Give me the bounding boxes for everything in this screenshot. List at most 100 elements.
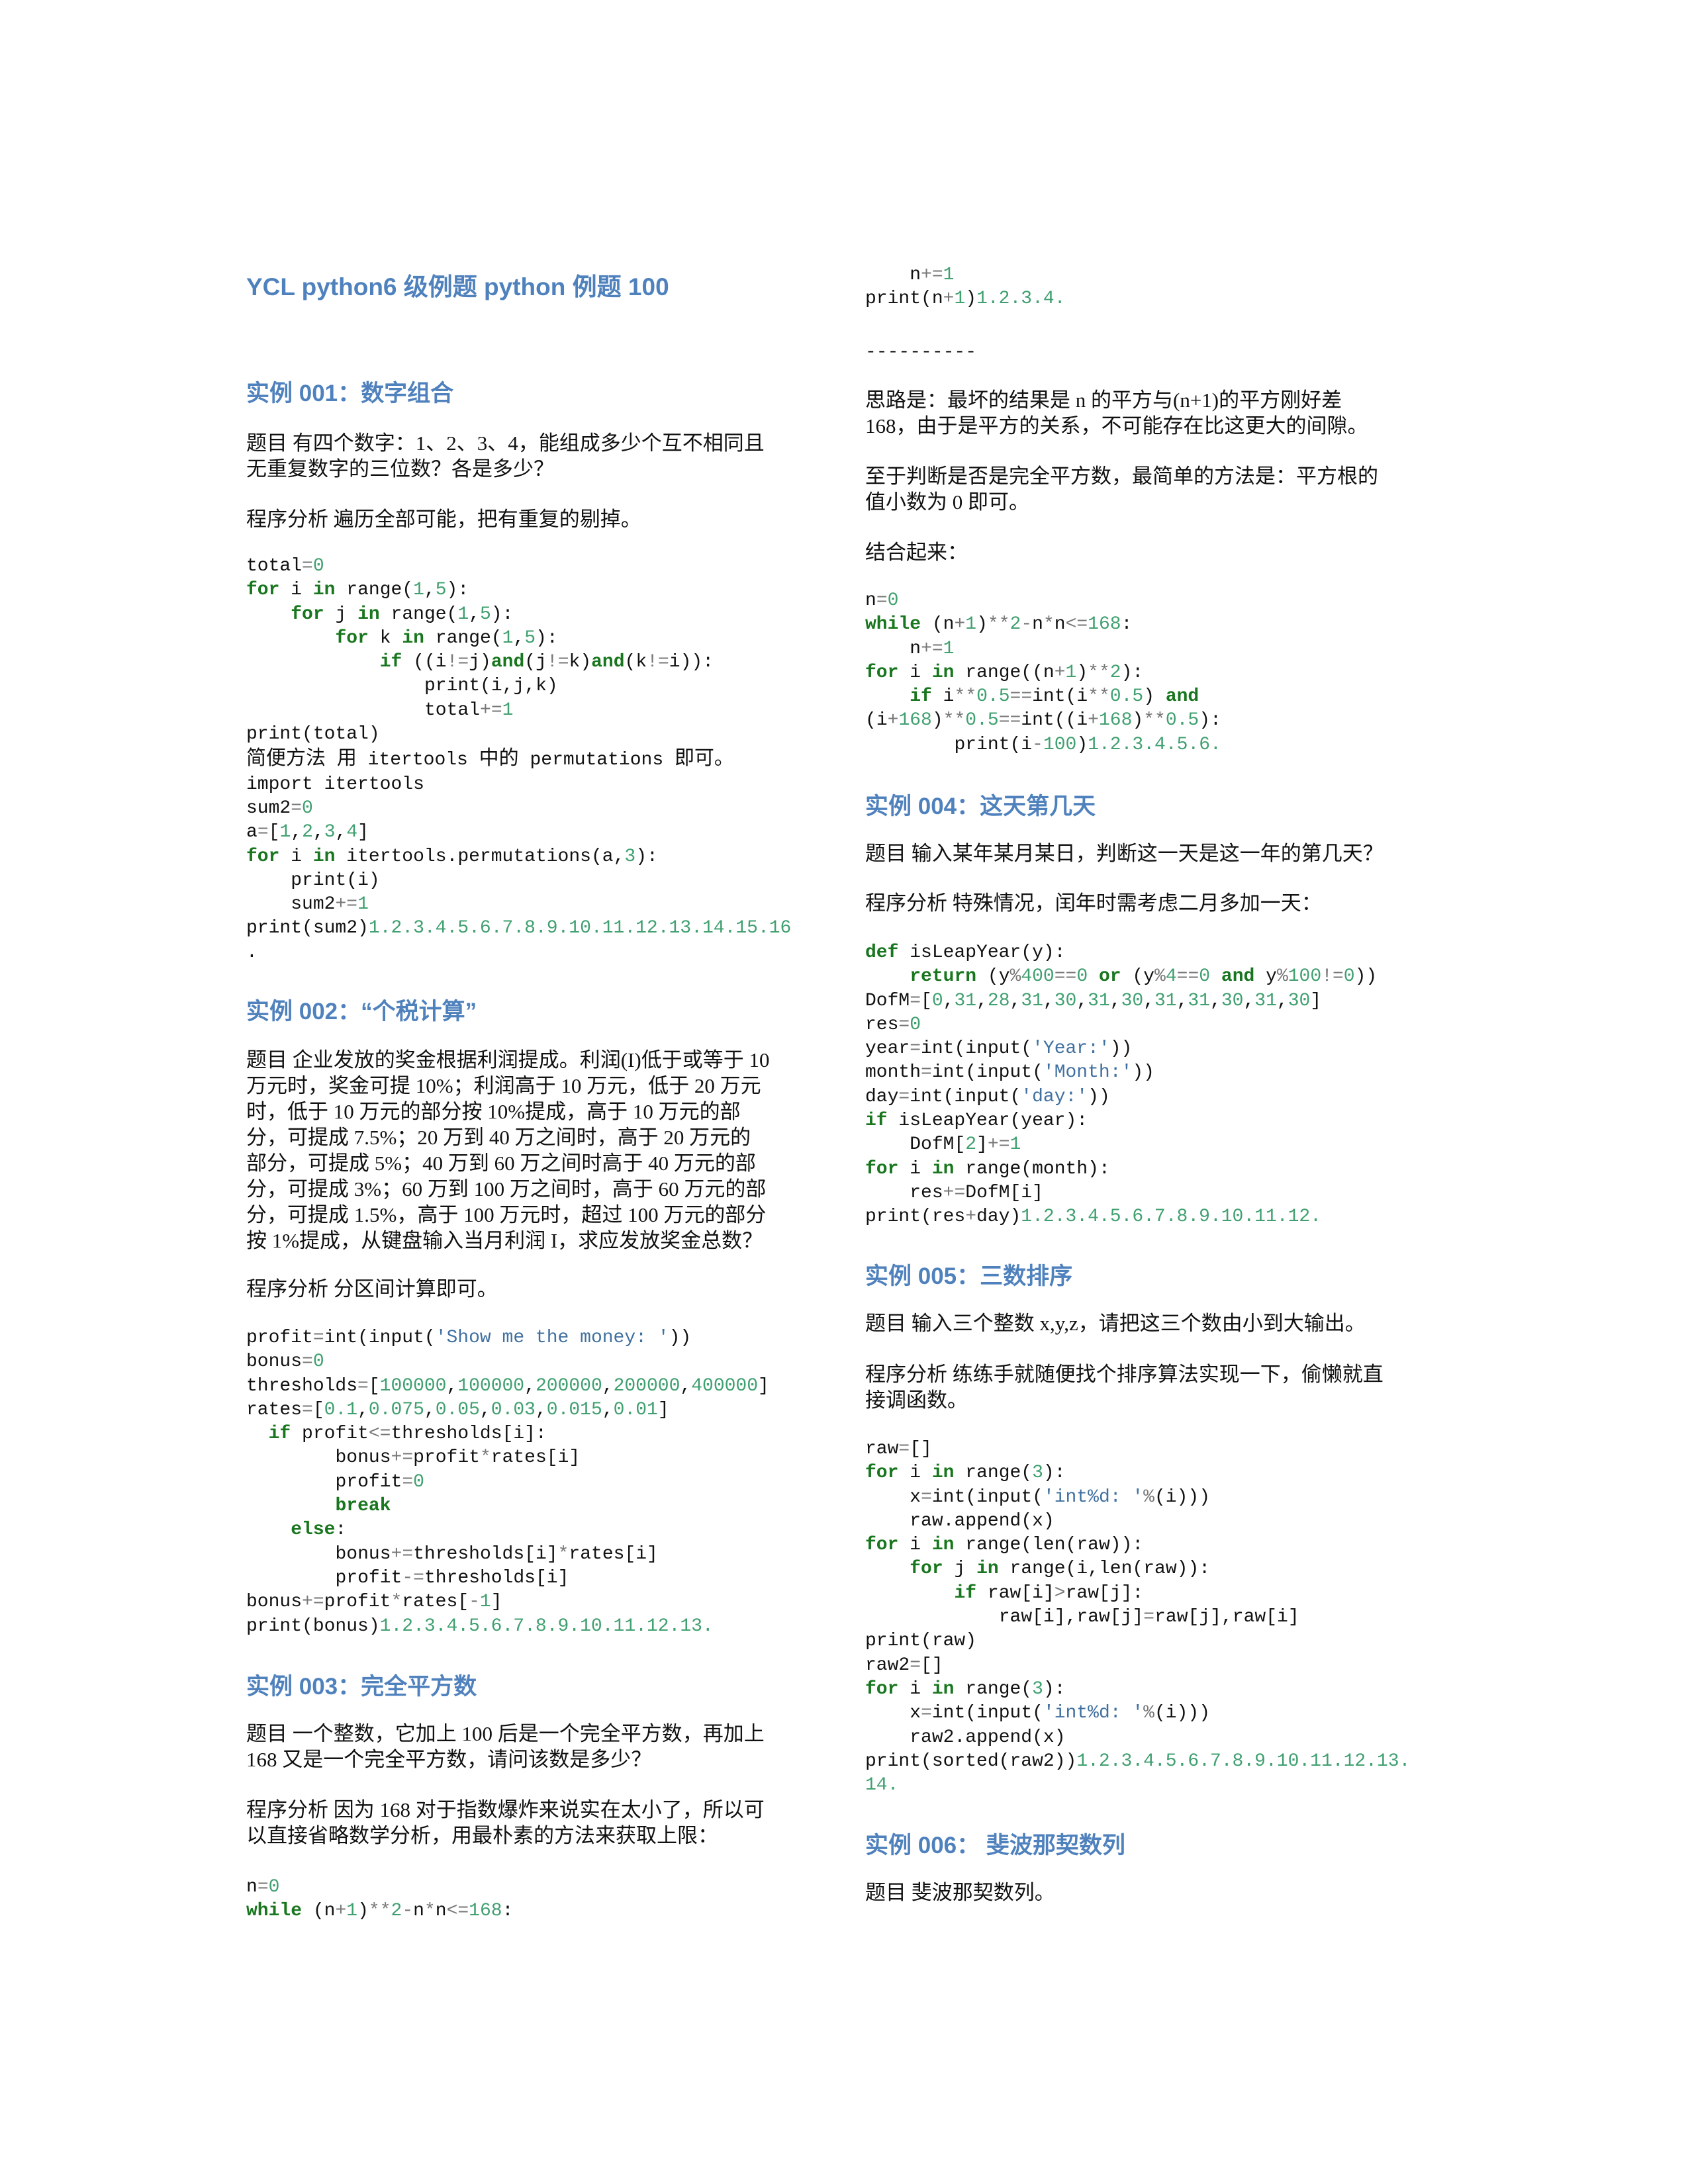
- code-line: break: [335, 1496, 391, 1517]
- text-line: 部分，可提成 5%；40 万到 60 万之间时高于 40 万元的部: [246, 1152, 756, 1175]
- text-line: 接调函数。: [865, 1388, 968, 1412]
- code-line: for i in range(len(raw)):: [865, 1535, 1144, 1556]
- code-line: month=int(input('Month:')): [865, 1062, 1154, 1083]
- code-line: print(total): [246, 724, 380, 745]
- text-line: 题目 一个整数，它加上 100 后是一个完全平方数，再加上: [246, 1722, 765, 1745]
- code-line: if ((i!=j)and(j!=k)and(k!=i)):: [379, 652, 714, 673]
- text-line: 值小数为 0 即可。: [865, 490, 1029, 514]
- paragraph: 程序分析 分区间计算即可。: [246, 1276, 816, 1302]
- code-line: print(i,j,k): [424, 676, 558, 697]
- code-block: n+=1 print(n+1)1.2.3.4.: [865, 263, 1448, 312]
- text-line: 程序分析 因为 168 对于指数爆炸来说实在太小了，所以可: [246, 1798, 765, 1821]
- code-line: for i in itertools.permutations(a,3):: [246, 846, 658, 867]
- text-line: 题目 输入三个整数 x,y,z，请把这三个数由小到大输出。: [865, 1312, 1366, 1335]
- text-line: 题目 斐波那契数列。: [865, 1881, 1055, 1904]
- code-line: raw2=[]: [865, 1655, 943, 1676]
- code-line: thresholds=[100000,100000,200000,200000,…: [246, 1375, 769, 1396]
- code-line: return (y%400==0 or (y%4==0 and y%100!=0…: [910, 966, 1378, 987]
- code-block: total=0 for i in range(1,5): for j in ran…: [246, 555, 816, 965]
- paragraph: 程序分析 练练手就随便找个排序算法实现一下，偷懒就直接调函数。: [865, 1361, 1448, 1413]
- code-line: DofM=[0,31,28,31,30,31,30,31,31,30,31,30…: [865, 990, 1322, 1011]
- code-line: if isLeapYear(year):: [865, 1111, 1088, 1132]
- code-line: x=int(input('int%d: '%(i))): [910, 1703, 1211, 1724]
- code-line: rates=[0.1,0.075,0.05,0.03,0.015,0.01]: [246, 1399, 669, 1420]
- code-line: n+=1: [910, 265, 955, 285]
- code-line: res=0: [865, 1014, 921, 1035]
- code-line: if i**0.5==int(i**0.5) and: [910, 686, 1199, 707]
- paragraph: 题目 输入某年某月某日，判断这一天是这一年的第几天？: [865, 841, 1448, 866]
- text-line: 无重复数字的三位数？各是多少？: [246, 457, 554, 480]
- code-line: year=int(input('Year:')): [865, 1038, 1133, 1060]
- divider-text: ----------: [865, 342, 977, 363]
- text-line: 以直接省略数学分析，用最朴素的方法来获取上限：: [246, 1824, 718, 1847]
- paragraph: 题目 有四个数字：1、2、3、4，能组成多少个互不相同且无重复数字的三位数？各是…: [246, 430, 816, 482]
- code-line: print(res+day)1.2.3.4.5.6.7.8.9.10.11.12…: [865, 1206, 1321, 1228]
- text-line: 至于判断是否是完全平方数，最简单的方法是：平方根的: [865, 465, 1378, 488]
- code-line: profit-=thresholds[i]: [335, 1567, 569, 1588]
- heading-example-006: 实例 006： 斐波那契数列: [865, 1833, 1125, 1858]
- heading-example-005: 实例 005：三数排序: [865, 1263, 1073, 1289]
- text-line: 分，可提成 3%；60 万到 100 万之间时，高于 60 万元的部: [246, 1177, 767, 1201]
- text-line: 168 又是一个完全平方数，请问该数是多少？: [246, 1748, 652, 1771]
- code-line: print(i): [291, 870, 380, 891]
- code-line: n=0: [246, 1877, 280, 1897]
- code-line: bonus+=profit*rates[-1]: [246, 1592, 502, 1613]
- code-line: for i in range(3):: [865, 1463, 1066, 1484]
- code-line: raw2.append(x): [910, 1727, 1066, 1748]
- code-line: while (n+1)**2-n*n<=168:: [246, 1901, 514, 1922]
- code-line: print(sum2)1.2.3.4.5.6.7.8.9.10.11.12.13…: [246, 918, 792, 939]
- paragraph: 至于判断是否是完全平方数，最简单的方法是：平方根的值小数为 0 即可。: [865, 463, 1448, 515]
- code-line: sum2=0: [246, 797, 313, 819]
- text-line: 程序分析 特殊情况，闰年时需考虑二月多加一天：: [865, 891, 1322, 915]
- code-line: print(bonus)1.2.3.4.5.6.7.8.9.10.11.12.1…: [246, 1615, 714, 1637]
- code-line: x=int(input('int%d: '%(i))): [910, 1486, 1211, 1508]
- code-line: total=0: [246, 556, 324, 576]
- code-block: def isLeapYear(y): return (y%400==0 or (…: [865, 941, 1448, 1230]
- code-block: n=0 while (n+1)**2-n*n<=168:: [246, 1876, 816, 1924]
- code-line: for i in range(1,5):: [246, 580, 469, 601]
- code-line: import itertools: [246, 774, 424, 795]
- code-line: bonus+=profit*rates[i]: [335, 1447, 581, 1469]
- code-line: for j in range(1,5):: [291, 604, 514, 625]
- heading-example-001: 实例 001：数字组合: [246, 381, 454, 406]
- text-line: 分，可提成 1.5%，高于 100 万元时，超过 100 万元的部分: [246, 1203, 767, 1226]
- document-title: YCL python6 级例题 python 例题 100: [246, 273, 669, 300]
- paragraph: 题目 一个整数，它加上 100 后是一个完全平方数，再加上 168 又是一个完全平…: [246, 1721, 816, 1772]
- heading-example-002: 实例 002：“个税计算”: [246, 999, 477, 1024]
- code-line: print(sorted(raw2))1.2.3.4.5.6.7.8.9.10.…: [865, 1751, 1411, 1772]
- code-line: n+=1: [910, 638, 955, 659]
- text-line: 程序分析 分区间计算即可。: [246, 1277, 498, 1300]
- code-line: bonus+=thresholds[i]*rates[i]: [335, 1543, 658, 1565]
- code-line: DofM[2]+=1: [910, 1134, 1021, 1156]
- code-line: 14.: [865, 1775, 899, 1796]
- code-line: bonus=0: [246, 1351, 324, 1373]
- code-line: print(n+1)1.2.3.4.: [865, 289, 1066, 310]
- code-line: total+=1: [424, 700, 514, 721]
- text-line: 程序分析 练练手就随便找个排序算法实现一下，偷懒就直: [865, 1363, 1383, 1386]
- code-block: raw=[] for i in range(3): x=int(input('in…: [865, 1437, 1448, 1797]
- code-line: def isLeapYear(y):: [865, 942, 1066, 963]
- code-line: for i in range(3):: [865, 1678, 1066, 1700]
- text-line: 168，由于是平方的关系，不可能存在比这更大的间隙。: [865, 414, 1368, 437]
- paragraph: 程序分析 因为 168 对于指数爆炸来说实在太小了，所以可以直接省略数学分析，用…: [246, 1797, 816, 1848]
- code-line: else:: [291, 1520, 347, 1541]
- paragraph: 结合起来：: [865, 539, 1448, 565]
- code-block: profit=int(input('Show me the money: '))…: [246, 1326, 816, 1639]
- code-line: sum2+=1: [291, 894, 369, 915]
- code-line: raw=[]: [865, 1439, 932, 1459]
- code-line: .: [246, 942, 258, 963]
- heading-example-003: 实例 003：完全平方数: [246, 1674, 477, 1700]
- paragraph: 题目 斐波那契数列。: [865, 1880, 1448, 1905]
- heading-example-004: 实例 004：这天第几天: [865, 794, 1096, 819]
- paragraph: 题目 输入三个整数 x,y,z，请把这三个数由小到大输出。: [865, 1310, 1448, 1336]
- code-line: 简便方法 用 itertools 中的 permutations 即可。: [246, 747, 734, 771]
- text-line: 结合起来：: [865, 541, 968, 564]
- text-line: 题目 输入某年某月某日，判断这一天是这一年的第几天？: [865, 842, 1383, 865]
- code-line: raw.append(x): [910, 1510, 1055, 1531]
- code-line: a=[1,2,3,4]: [246, 822, 369, 843]
- code-line: for j in range(i,len(raw)):: [910, 1559, 1211, 1580]
- text-line: 思路是：最坏的结果是 n 的平方与(n+1)的平方刚好差: [865, 388, 1342, 412]
- text-line: 万元时，奖金可提 10%；利润高于 10 万元，低于 20 万元: [246, 1074, 761, 1097]
